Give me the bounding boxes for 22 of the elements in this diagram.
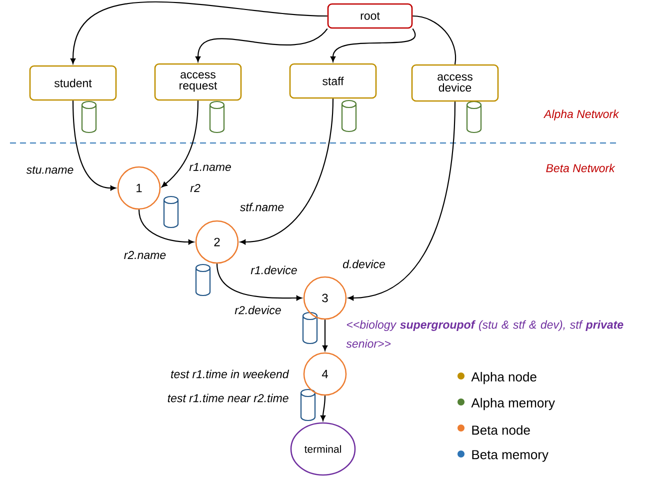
- legend-label: Beta memory: [472, 450, 548, 462]
- variable-label: r2.device: [234, 306, 281, 314]
- edge-label: r1.name: [189, 163, 231, 172]
- variable-label: r2: [190, 184, 200, 192]
- alpha-node-box: access device: [411, 64, 499, 102]
- legend-label: Beta node: [472, 425, 530, 435]
- condition-label: test r1.time near r2.time: [168, 394, 288, 402]
- edge-label: d.device: [342, 260, 385, 268]
- alpha-node-box: access request: [154, 63, 242, 101]
- rule-annotation: <<biology supergroupof (stu & stf & dev), stf private senior>>: [346, 320, 624, 348]
- edge-label: stu.name: [26, 166, 74, 174]
- root-box: root: [327, 3, 413, 29]
- alpha-node-box: staff: [289, 63, 377, 99]
- edge-label: r1.device: [250, 266, 297, 274]
- condition-label: test r1.time in weekend: [171, 370, 290, 378]
- alpha-node-box: student: [29, 65, 117, 101]
- edge-label: stf.name: [240, 202, 284, 212]
- edge-label: r2.name: [124, 250, 166, 260]
- network-label: Beta Network: [546, 164, 616, 172]
- network-label: Alpha Network: [543, 110, 620, 120]
- legend-label: Alpha memory: [471, 398, 555, 410]
- legend-label: Alpha node: [471, 372, 536, 384]
